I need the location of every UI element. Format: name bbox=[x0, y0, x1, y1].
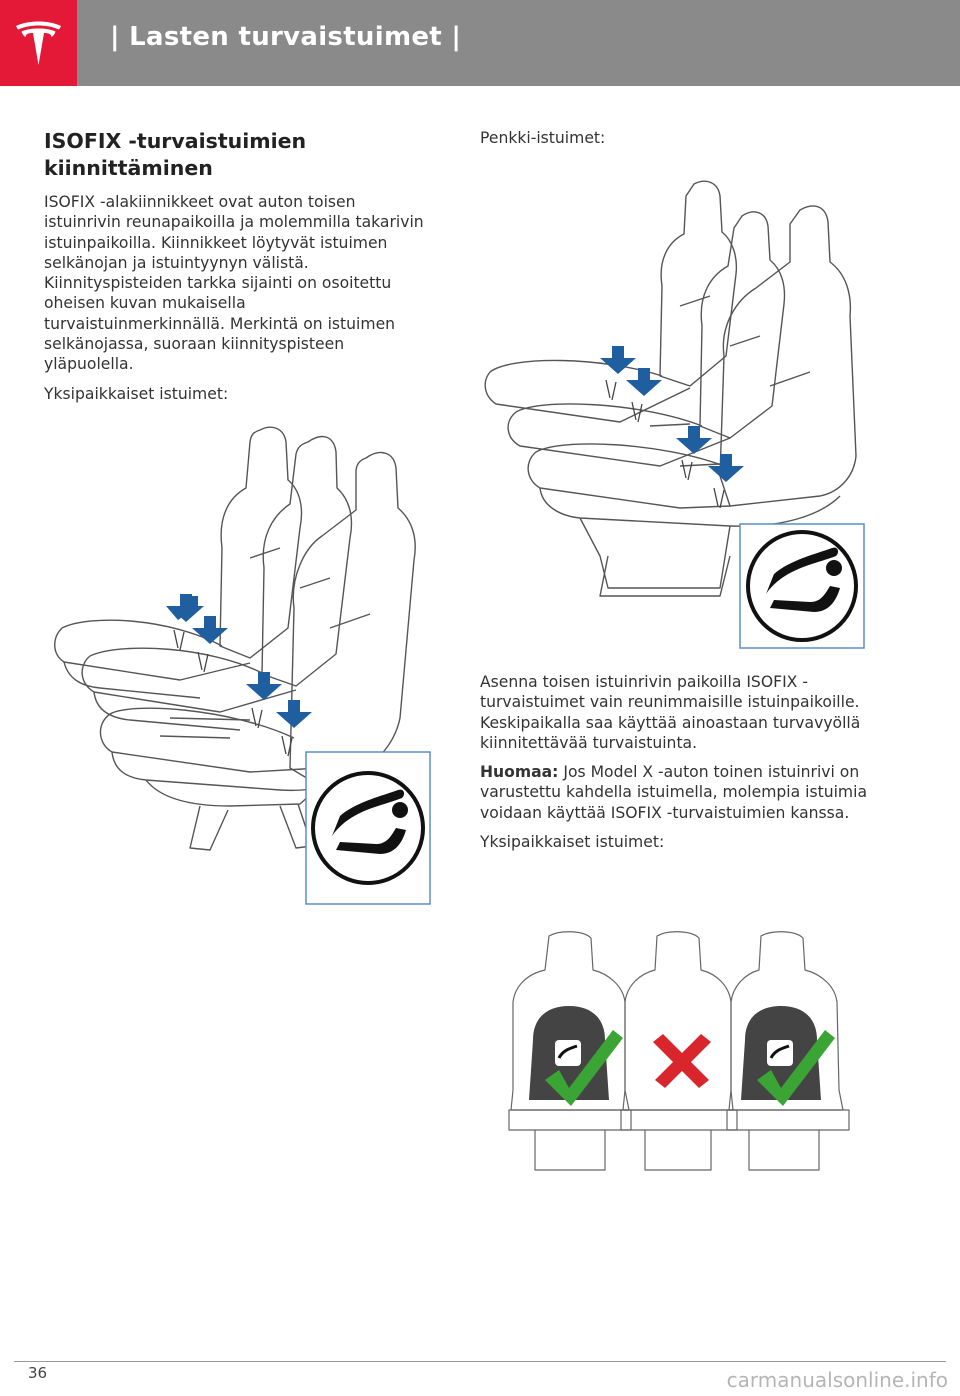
second-row-paragraph: Asenna toisen istuinrivin paikoilla ISOF… bbox=[480, 673, 861, 752]
check-right-icon bbox=[757, 1030, 835, 1106]
footer-rule bbox=[14, 1361, 946, 1362]
left-column: ISOFIX -turvaistuimien kiinnittäminen IS… bbox=[44, 128, 424, 413]
note-paragraph: Huomaa: Jos Model X -auton toinen istuin… bbox=[480, 762, 870, 823]
section-heading: ISOFIX -turvaistuimien kiinnittäminen bbox=[44, 129, 307, 180]
right-column-text: Asenna toisen istuinrivin paikoilla ISOF… bbox=[480, 672, 870, 861]
single-seats-caption-right: Yksipaikkaiset istuimet: bbox=[480, 833, 665, 852]
isofix-symbol-icon bbox=[305, 751, 431, 905]
note-text: Jos Model X -auton toinen istuinrivi on … bbox=[480, 763, 868, 822]
isofix-intro-paragraph: ISOFIX -alakiinnikkeet ovat auton toisen… bbox=[44, 193, 424, 374]
check-left-icon bbox=[545, 1030, 623, 1106]
note-label: Huomaa: bbox=[480, 763, 559, 782]
watermark-text: carmanualsonline.info bbox=[726, 1368, 948, 1392]
cross-middle-icon bbox=[653, 1034, 711, 1088]
page-number: 36 bbox=[28, 1364, 48, 1382]
tesla-logo-icon bbox=[16, 21, 61, 65]
single-seats-figure bbox=[50, 418, 440, 913]
seat-compatibility-figure bbox=[505, 930, 857, 1194]
right-column-top: Penkki-istuimet: bbox=[480, 128, 870, 157]
isofix-symbol-icon bbox=[739, 523, 865, 649]
header-bar: | Lasten turvaistuimet | bbox=[0, 0, 960, 86]
bench-seat-figure bbox=[480, 176, 870, 654]
brand-logo-box bbox=[0, 0, 77, 86]
single-seats-caption: Yksipaikkaiset istuimet: bbox=[44, 384, 229, 403]
bench-seats-caption: Penkki-istuimet: bbox=[480, 129, 606, 147]
chapter-title: | Lasten turvaistuimet | bbox=[110, 22, 462, 52]
